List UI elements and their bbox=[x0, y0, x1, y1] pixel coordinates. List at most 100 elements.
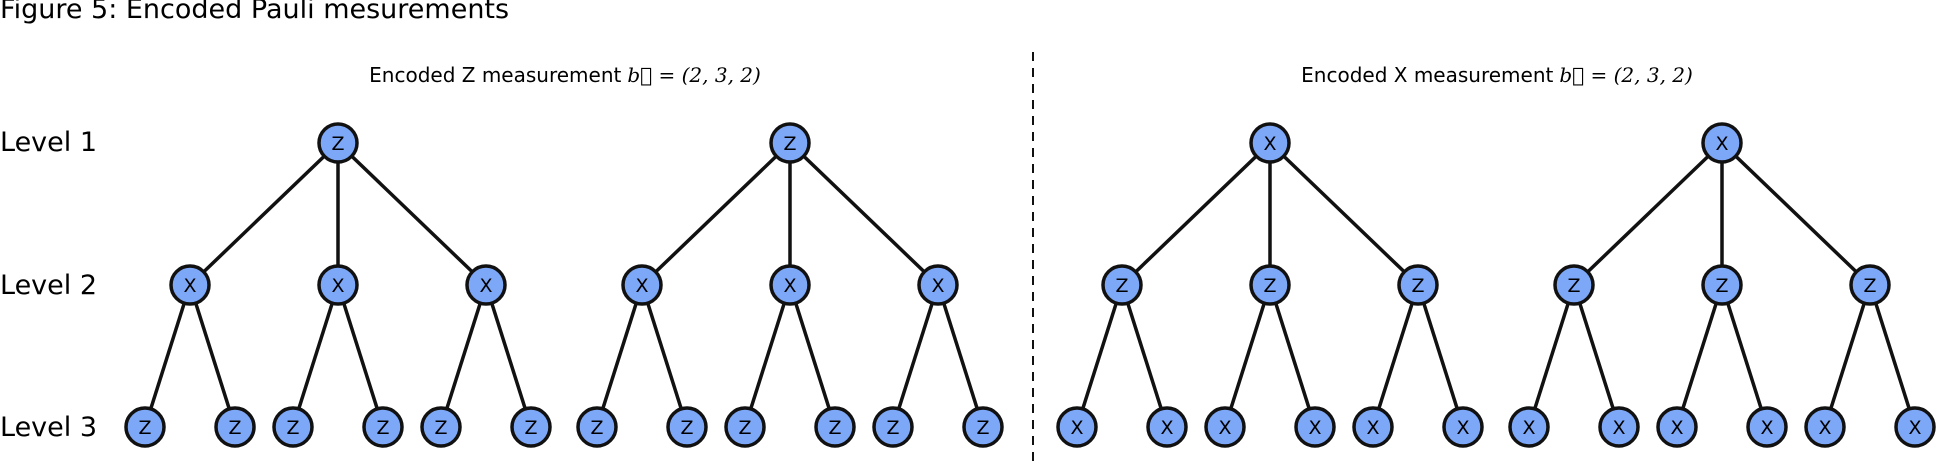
p1-t1-level2-node-1-label: X bbox=[183, 275, 196, 297]
p2-t2-level2-node-2-label: Z bbox=[1715, 275, 1728, 297]
panel-title-z-vector: b⃗ = (2, 3, 2) bbox=[627, 63, 761, 87]
p1-t2-edge-l2-2-1 bbox=[743, 284, 792, 428]
p1-t1-edge-l1-3 bbox=[336, 141, 488, 287]
p1-t2-leaf-node-2-2: Z bbox=[814, 406, 856, 448]
p1-t1-level2-node-1: X bbox=[169, 264, 211, 306]
p1-t2-level2-node-3-label: X bbox=[931, 275, 944, 297]
p1-t1-leaf-node-2-1: Z bbox=[272, 406, 314, 448]
p2-t1-leaf-node-2-2: X bbox=[1294, 406, 1336, 448]
p1-t2-edge-l1-1 bbox=[640, 141, 792, 287]
p2-t2-edge-l2-2-1 bbox=[1675, 284, 1724, 428]
tree-edges bbox=[143, 141, 1917, 428]
p2-t1-edge-l2-1-1 bbox=[1075, 284, 1124, 428]
p2-t1-leaf-node-1-2: X bbox=[1146, 406, 1188, 448]
p2-t2-level2-node-2: Z bbox=[1701, 264, 1743, 306]
p1-t2-root-node: Z bbox=[769, 122, 811, 164]
p2-t2-leaf-node-2-2: X bbox=[1746, 406, 1788, 448]
p1-t1-level2-node-3-label: X bbox=[479, 275, 492, 297]
p1-t2-leaf-node-3-2: Z bbox=[962, 406, 1004, 448]
p2-t1-leaf-node-2-2-label: X bbox=[1308, 417, 1321, 439]
p1-t2-leaf-node-1-2-label: Z bbox=[680, 417, 693, 439]
p2-t1-leaf-node-3-2: X bbox=[1442, 406, 1484, 448]
p2-t1-edge-l2-1-2 bbox=[1120, 284, 1169, 428]
p1-t1-edge-l2-1-2 bbox=[188, 284, 237, 428]
p1-t2-leaf-node-3-1-label: Z bbox=[886, 417, 899, 439]
p2-t2-root-node-label: X bbox=[1715, 133, 1728, 155]
p1-t1-level2-node-2: X bbox=[317, 264, 359, 306]
p1-t1-root-node-label: Z bbox=[331, 133, 344, 155]
p2-t1-edge-l1-3 bbox=[1268, 141, 1420, 287]
p2-t2-edge-l2-2-2 bbox=[1720, 284, 1769, 428]
p2-t1-level2-node-2: Z bbox=[1249, 264, 1291, 306]
p1-t1-edge-l2-2-2 bbox=[336, 284, 385, 428]
p2-t2-edge-l2-1-1 bbox=[1527, 284, 1576, 428]
p2-t2-level2-node-1: Z bbox=[1553, 264, 1595, 306]
p1-t1-edge-l1-1 bbox=[188, 141, 340, 287]
p2-t1-leaf-node-3-1: X bbox=[1352, 406, 1394, 448]
p1-t2-leaf-node-3-1: Z bbox=[872, 406, 914, 448]
p2-t2-leaf-node-3-1-label: X bbox=[1818, 417, 1831, 439]
p2-t1-leaf-node-3-1-label: X bbox=[1366, 417, 1379, 439]
p2-t1-root-node: X bbox=[1249, 122, 1291, 164]
p2-t2-leaf-node-1-1: X bbox=[1508, 406, 1550, 448]
p2-t1-leaf-node-1-1: X bbox=[1056, 406, 1098, 448]
p2-t2-leaf-node-3-2-label: X bbox=[1908, 417, 1921, 439]
p2-t2-leaf-node-1-2: X bbox=[1598, 406, 1640, 448]
p2-t2-edge-l2-3-1 bbox=[1823, 284, 1872, 428]
p1-t1-edge-l2-1-1 bbox=[143, 284, 192, 428]
p1-t2-leaf-node-1-1-label: Z bbox=[590, 417, 603, 439]
p2-t2-level2-node-3: Z bbox=[1849, 264, 1891, 306]
p1-t2-edge-l2-3-1 bbox=[891, 284, 940, 428]
level-1-label: Level 1 bbox=[0, 127, 98, 158]
p1-t1-leaf-node-1-1-label: Z bbox=[138, 417, 151, 439]
panel-title-x-vector: b⃗ = (2, 3, 2) bbox=[1559, 63, 1693, 87]
p2-t2-level2-node-3-label: Z bbox=[1863, 275, 1876, 297]
p1-t1-level2-node-2-label: X bbox=[331, 275, 344, 297]
figure-title: Figure 5: Encoded Pauli mesurements bbox=[0, 0, 510, 25]
p1-t2-edge-l2-1-2 bbox=[640, 284, 689, 428]
p1-t1-leaf-node-1-2-label: Z bbox=[228, 417, 241, 439]
p2-t1-leaf-node-2-1: X bbox=[1204, 406, 1246, 448]
p1-t1-leaf-node-2-2-label: Z bbox=[376, 417, 389, 439]
p1-t1-level2-node-3: X bbox=[465, 264, 507, 306]
p2-t1-leaf-node-2-1-label: X bbox=[1218, 417, 1231, 439]
p1-t2-level2-node-2: X bbox=[769, 264, 811, 306]
p2-t1-level2-node-1-label: Z bbox=[1115, 275, 1128, 297]
p2-t1-level2-node-3: Z bbox=[1397, 264, 1439, 306]
p2-t2-edge-l1-1 bbox=[1572, 141, 1724, 287]
p1-t2-edge-l2-1-1 bbox=[595, 284, 644, 428]
p2-t1-edge-l1-1 bbox=[1120, 141, 1272, 287]
p1-t2-leaf-node-3-2-label: Z bbox=[976, 417, 989, 439]
p2-t2-level2-node-1-label: Z bbox=[1567, 275, 1580, 297]
p1-t2-edge-l2-2-2 bbox=[788, 284, 837, 428]
p1-t2-level2-node-1-label: X bbox=[635, 275, 648, 297]
panel-title-z-text: Encoded Z measurement bbox=[369, 63, 622, 87]
p1-t2-leaf-node-2-1-label: Z bbox=[738, 417, 751, 439]
p2-t1-level2-node-1: Z bbox=[1101, 264, 1143, 306]
p1-t1-leaf-node-2-1-label: Z bbox=[286, 417, 299, 439]
p1-t1-edge-l2-3-2 bbox=[484, 284, 533, 428]
p2-t2-leaf-node-1-1-label: X bbox=[1522, 417, 1535, 439]
p2-t1-level2-node-3-label: Z bbox=[1411, 275, 1424, 297]
p1-t2-leaf-node-2-1: Z bbox=[724, 406, 766, 448]
p2-t2-leaf-node-3-1: X bbox=[1804, 406, 1846, 448]
p2-t2-edge-l2-3-2 bbox=[1868, 284, 1917, 428]
p2-t1-root-node-label: X bbox=[1263, 133, 1276, 155]
level-3-label: Level 3 bbox=[0, 412, 98, 443]
p1-t2-level2-node-2-label: X bbox=[783, 275, 796, 297]
p1-t1-leaf-node-1-2: Z bbox=[214, 406, 256, 448]
p1-t1-leaf-node-3-2-label: Z bbox=[524, 417, 537, 439]
p2-t1-leaf-node-1-2-label: X bbox=[1160, 417, 1173, 439]
p1-t1-leaf-node-1-1: Z bbox=[124, 406, 166, 448]
p2-t2-leaf-node-2-1-label: X bbox=[1670, 417, 1683, 439]
p1-t2-edge-l1-3 bbox=[788, 141, 940, 287]
p2-t1-leaf-node-1-1-label: X bbox=[1070, 417, 1083, 439]
p2-t1-edge-l2-3-2 bbox=[1416, 284, 1465, 428]
panel-title-x-text: Encoded X measurement bbox=[1301, 63, 1554, 87]
p1-t2-leaf-node-1-1: Z bbox=[576, 406, 618, 448]
p2-t1-edge-l2-2-2 bbox=[1268, 284, 1317, 428]
